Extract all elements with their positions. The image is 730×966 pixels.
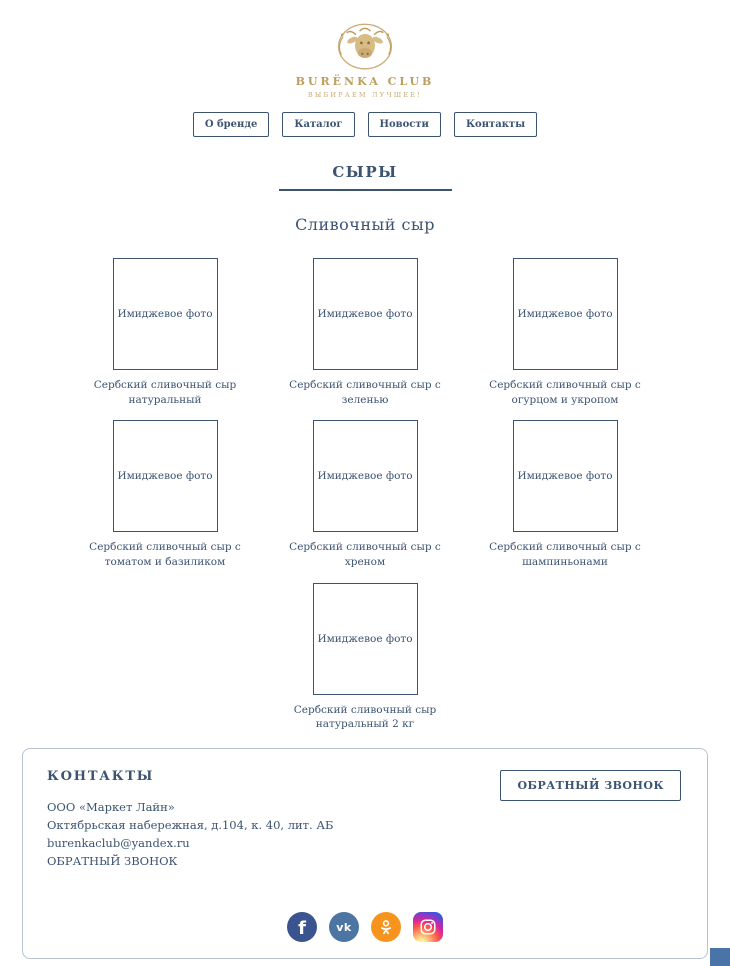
photo-placeholder-label: Имиджевое фото: [117, 308, 213, 320]
title-underline: [278, 189, 452, 191]
photo-placeholder-label: Имиджевое фото: [517, 308, 613, 320]
product-card: Имиджевое фото Сербский сливочный сыр с …: [65, 420, 265, 569]
product-name: Сербский сливочный сыр натуральный: [93, 379, 237, 406]
product-card: Имиджевое фото Сербский сливочный сыр с …: [265, 420, 465, 569]
nav-item-catalog[interactable]: Каталог: [282, 112, 355, 137]
photo-placeholder-label: Имиджевое фото: [117, 470, 213, 483]
product-name: Сербский сливочный сыр с томатом и базил…: [89, 541, 241, 569]
photo-placeholder-label: Имиджевое фото: [317, 308, 413, 320]
section-title: Сливочный сыр: [295, 215, 435, 234]
brand-name: BURËNKA CLUB: [295, 75, 435, 88]
nav-item-contacts[interactable]: Контакты: [453, 112, 538, 137]
product-card: Имиджевое фото Сербский сливочный сыр с …: [465, 258, 665, 407]
company-name: ООО «Маркет Лайн»: [47, 800, 175, 815]
callback-link[interactable]: ОБРАТНЫЙ ЗВОНОК: [47, 853, 178, 868]
brand-logo-icon: [0, 22, 730, 72]
photo-placeholder-label: Имиджевое фото: [317, 632, 413, 645]
product-photo[interactable]: Имиджевое фото: [112, 420, 218, 533]
vk-glyph: vk: [336, 920, 352, 934]
product-photo[interactable]: Имиджевое фото: [512, 420, 618, 533]
product-photo[interactable]: Имиджевое фото: [312, 420, 418, 533]
product-grid: Имиджевое фото Сербский сливочный сыр на…: [65, 258, 665, 732]
callback-button[interactable]: ОБРАТНЫЙ ЗВОНОК: [500, 770, 681, 802]
product-card: Имиджевое фото Сербский сливочный сыр на…: [265, 582, 465, 732]
brand-tagline: ВЫБИРАЕМ ЛУЧШЕЕ!: [307, 91, 423, 99]
product-name: Сербский сливочный сыр с зеленью: [289, 379, 441, 406]
contact-info: ООО «Маркет Лайн» Октябрьская набережная…: [47, 799, 683, 870]
product-photo[interactable]: Имиджевое фото: [112, 258, 218, 370]
product-photo[interactable]: Имиджевое фото: [312, 582, 418, 695]
product-name: Сербский сливочный сыр с хреном: [289, 541, 441, 569]
product-card: Имиджевое фото Сербский сливочный сыр на…: [65, 258, 265, 407]
facebook-icon[interactable]: f: [287, 912, 317, 943]
product-name: Сербский сливочный сыр с шампиньонами: [489, 541, 641, 569]
nav-item-about[interactable]: О бренде: [192, 112, 270, 137]
main-content: СЫРЫ Сливочный сыр Имиджевое фото Сербск…: [0, 163, 730, 732]
product-card: Имиджевое фото Сербский сливочный сыр с …: [265, 258, 465, 407]
product-name: Сербский сливочный сыр с огурцом и укроп…: [489, 379, 641, 406]
company-address: Октябрьская набережная, д.104, к. 40, ли…: [47, 817, 334, 832]
facebook-glyph: f: [298, 918, 306, 940]
contacts-title: КОНТАКТЫ: [47, 769, 155, 785]
nav-item-news[interactable]: Новости: [367, 112, 441, 137]
odnoklassniki-icon[interactable]: [371, 912, 401, 943]
product-card: Имиджевое фото Сербский сливочный сыр с …: [465, 420, 665, 569]
header: BURËNKA CLUB ВЫБИРАЕМ ЛУЧШЕЕ! О бренде К…: [0, 0, 730, 137]
social-bar: f vk: [287, 912, 443, 943]
vk-icon[interactable]: vk: [329, 912, 359, 943]
footer: КОНТАКТЫ ООО «Маркет Лайн» Октябрьская н…: [22, 748, 708, 960]
product-photo[interactable]: Имиджевое фото: [312, 258, 418, 370]
email-link[interactable]: burenkaclub@yandex.ru: [47, 835, 190, 850]
photo-placeholder-label: Имиджевое фото: [317, 470, 413, 483]
photo-placeholder-label: Имиджевое фото: [517, 470, 613, 483]
scroll-top-button[interactable]: [710, 948, 730, 966]
main-nav: О бренде Каталог Новости Контакты: [0, 112, 730, 137]
page-title: СЫРЫ: [332, 163, 398, 181]
product-photo[interactable]: Имиджевое фото: [512, 258, 618, 370]
product-name: Сербский сливочный сыр натуральный 2 кг: [293, 703, 437, 731]
instagram-icon[interactable]: [413, 912, 443, 943]
